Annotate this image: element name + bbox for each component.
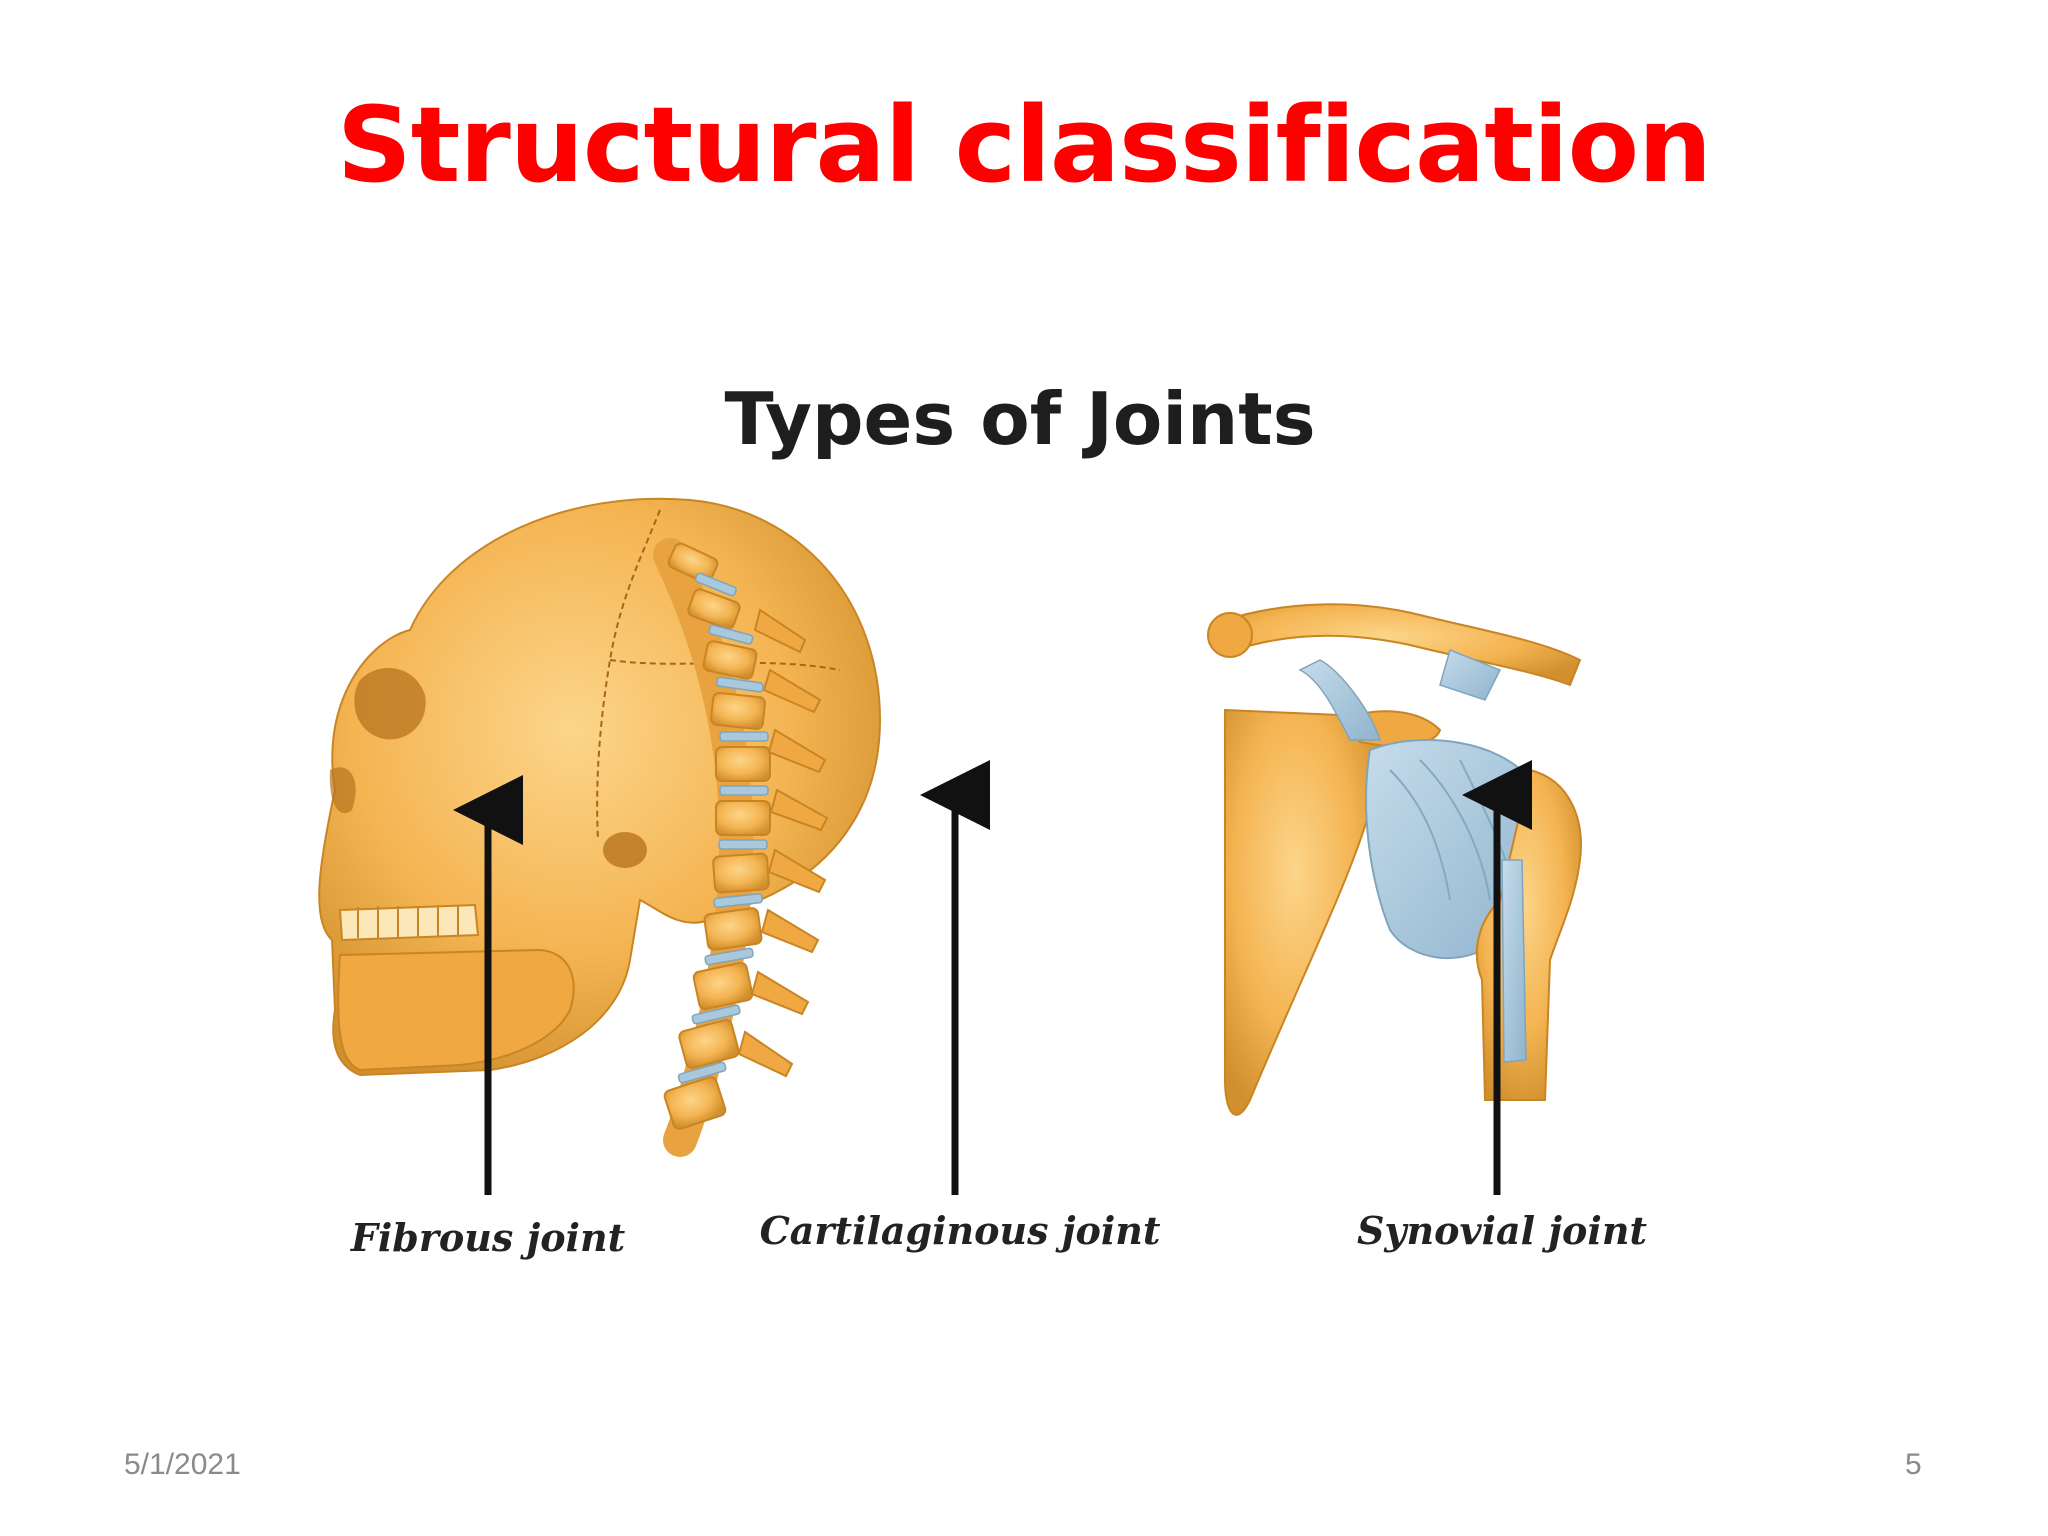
cartilaginous-joint-label: Cartilaginous joint — [759, 1208, 1161, 1253]
slide-title: Structural classification — [336, 84, 1712, 206]
joint-illustrations — [318, 497, 1582, 1195]
fibrous-joint-label: Fibrous joint — [350, 1215, 626, 1260]
spine-illustration — [653, 538, 829, 1157]
shoulder-illustration — [1207, 603, 1582, 1116]
skull-illustration — [318, 497, 882, 1077]
figure-panel: Types of Joints — [240, 340, 1800, 1400]
figure-title: Types of Joints — [724, 377, 1316, 461]
arrows — [453, 760, 1532, 1195]
slide-date: 5/1/2021 — [124, 1448, 241, 1481]
slide-page-number: 5 — [1905, 1448, 1922, 1481]
synovial-joint-label: Synovial joint — [1356, 1208, 1648, 1253]
